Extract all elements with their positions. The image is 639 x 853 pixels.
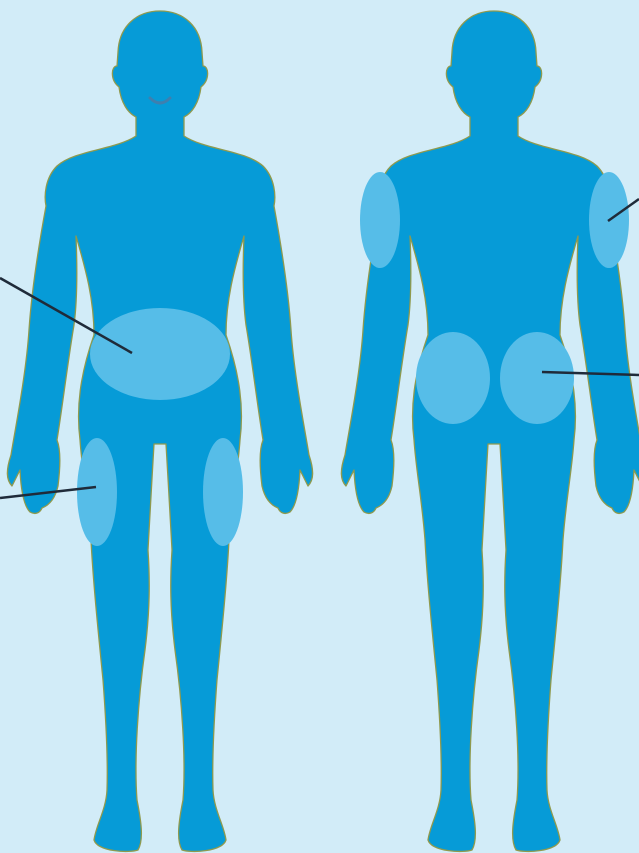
left-thigh-injection-site xyxy=(77,438,117,546)
abdomen-injection-site xyxy=(90,308,230,400)
left-buttock-injection-site xyxy=(416,332,490,424)
right-thigh-injection-site xyxy=(203,438,243,546)
left-upper-arm-injection-site xyxy=(360,172,400,268)
right-buttock-injection-site xyxy=(500,332,574,424)
